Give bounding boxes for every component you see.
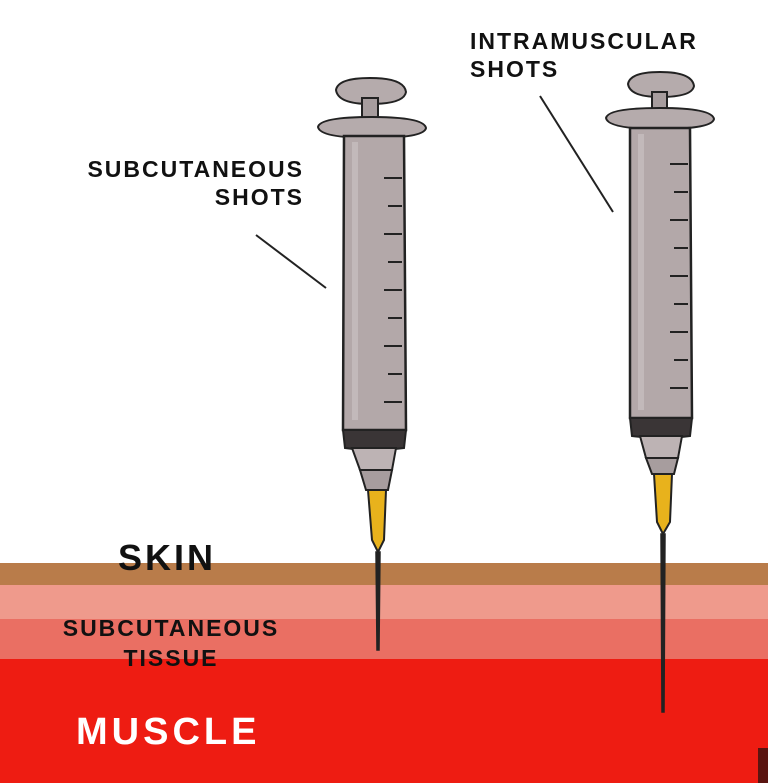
syringe-icon — [604, 70, 716, 713]
label-skin: SKIN — [118, 537, 217, 578]
subcutaneous-layer-upper — [0, 585, 768, 619]
corner-mark — [758, 748, 768, 783]
label-intramuscular-shots: INTRAMUSCULAR SHOTS — [470, 28, 698, 83]
pointer-line-subcutaneous — [255, 234, 327, 289]
skin-layer — [0, 563, 768, 585]
syringe-icon — [316, 76, 428, 651]
label-muscle: MUSCLE — [76, 711, 261, 753]
muscle-layer — [0, 659, 768, 783]
subcutaneous-layer-lower — [0, 619, 768, 659]
label-subcutaneous-tissue: SUBCUTANEOUS TISSUE — [62, 615, 280, 671]
label-subcutaneous-shots: SUBCUTANEOUS SHOTS — [87, 156, 304, 211]
pointer-line-intramuscular — [539, 95, 614, 213]
